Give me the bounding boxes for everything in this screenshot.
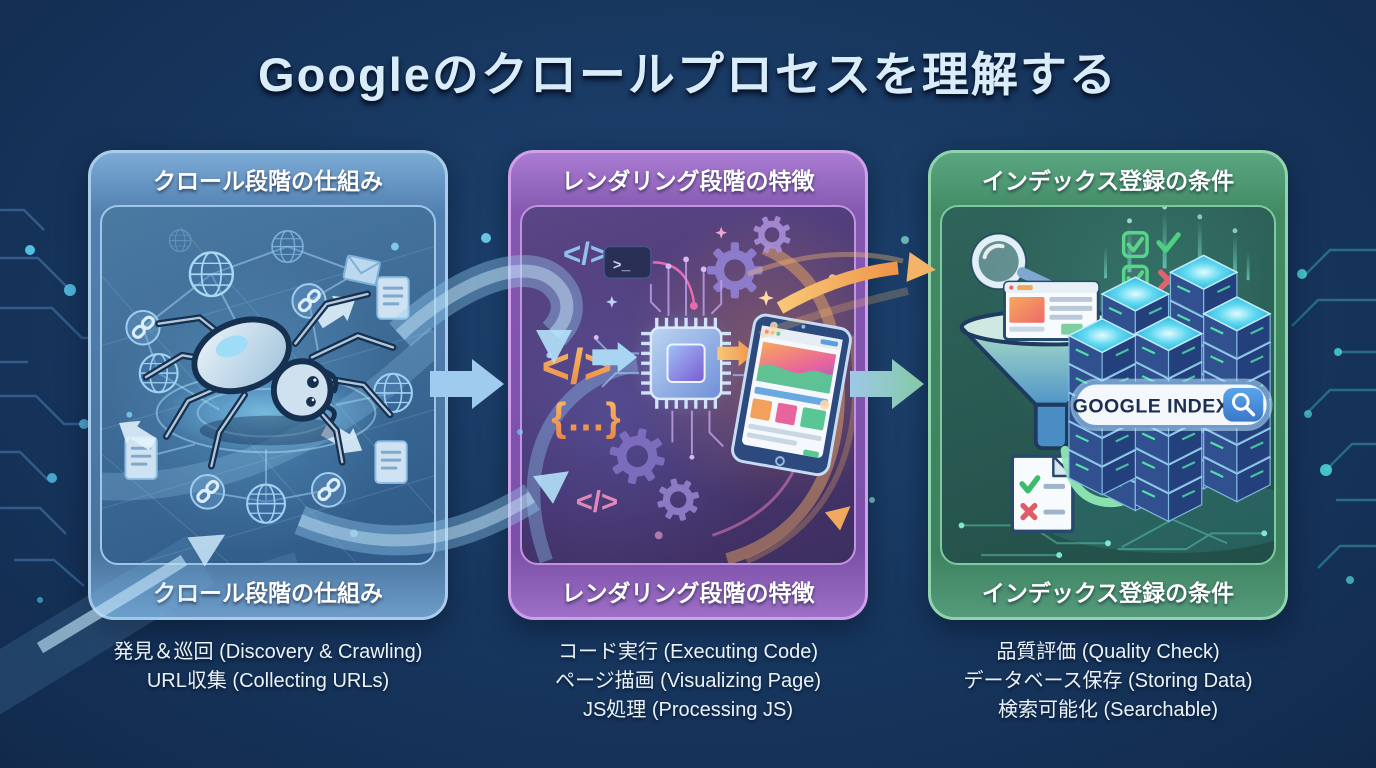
document-icon	[375, 275, 411, 321]
caption-render: コード実行 (Executing Code) ページ描画 (Visualizin…	[468, 638, 908, 725]
tablet-icon	[731, 313, 852, 477]
search-icon	[1232, 392, 1256, 417]
caption-line: URL収集 (Collecting URLs)	[146, 670, 390, 692]
caption-line: ページ描画 (Visualizing Page)	[555, 670, 821, 692]
panel-render-footer: レンダリング段階の特徴	[561, 580, 815, 606]
svg-text:>_: >_	[613, 258, 631, 274]
panel-render-illustration: </> >_ </> {…} </>	[520, 205, 856, 565]
rendering-art: </> >_ </> {…} </>	[526, 207, 854, 563]
swoosh-arrowhead	[824, 506, 851, 531]
webpage-card-icon	[1003, 280, 1100, 341]
caption-line: JS処理 (Processing JS)	[582, 699, 794, 721]
panel-index: インデックス登録の条件	[928, 150, 1288, 620]
spider-icon	[142, 290, 397, 470]
terminal-icon: >_	[603, 245, 652, 279]
caption-line: データベース保存 (Storing Data)	[963, 670, 1253, 692]
panel-render-header: レンダリング段階の特徴	[561, 168, 815, 194]
checklist-document-icon	[1010, 454, 1075, 534]
page-title: Googleのクロールプロセスを理解する	[258, 48, 1118, 101]
panel-index-footer: インデックス登録の条件	[981, 580, 1235, 606]
circuit-traces-right	[1291, 248, 1376, 569]
crawler-network-art	[102, 226, 434, 563]
pink-connector-line	[652, 261, 696, 303]
caption-line: 検索可能化 (Searchable)	[997, 699, 1219, 721]
panel-index-header: インデックス登録の条件	[981, 168, 1235, 194]
caption-line: コード実行 (Executing Code)	[557, 641, 819, 663]
panel-crawl-illustration	[100, 205, 436, 565]
google-index-pill: GOOGLE INDEX	[1070, 378, 1273, 431]
panel-render: レンダリング段階の特徴	[508, 150, 868, 620]
caption-line: 品質評価 (Quality Check)	[996, 641, 1220, 663]
envelope-icon	[342, 254, 382, 287]
panel-crawl: クロール段階の仕組み	[88, 150, 448, 620]
code-tag-icon-orange: </>	[542, 340, 613, 394]
code-tag-icon-blue: </>	[563, 236, 608, 271]
circuit-traces-left	[0, 208, 100, 587]
code-braces-icon: {…}	[551, 395, 620, 439]
caption-line: 発見＆巡回 (Discovery & Crawling)	[113, 641, 423, 663]
code-tag-icon-pink: </>	[576, 485, 618, 518]
panel-crawl-header: クロール段階の仕組み	[153, 168, 383, 194]
indexing-art: GOOGLE INDEX	[958, 207, 1274, 559]
caption-crawl: 発見＆巡回 (Discovery & Crawling) URL収集 (Coll…	[48, 638, 488, 696]
link-icon	[124, 309, 162, 347]
caption-index: 品質評価 (Quality Check) データベース保存 (Storing D…	[888, 638, 1328, 725]
google-index-label: GOOGLE INDEX	[1073, 396, 1230, 418]
panel-index-illustration: GOOGLE INDEX	[940, 205, 1276, 565]
sparkle-dots	[126, 242, 399, 538]
panel-crawl-footer: クロール段階の仕組み	[153, 580, 383, 606]
